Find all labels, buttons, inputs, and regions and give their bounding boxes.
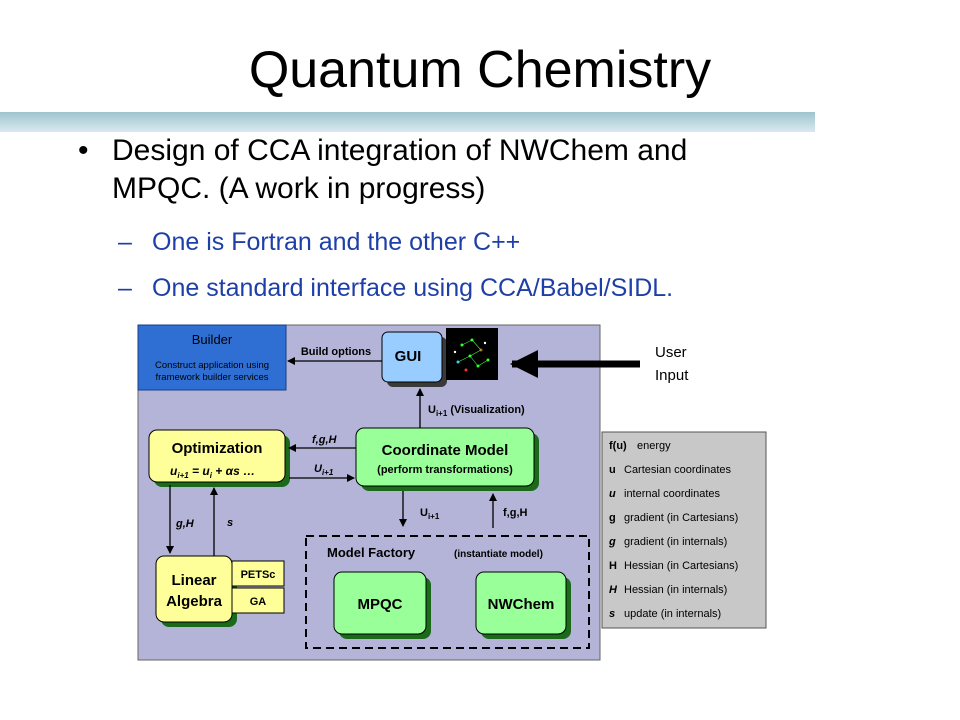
legend-symbol: u: [609, 488, 616, 500]
coordinate-model-box: Coordinate Model (perform transformation…: [355, 427, 539, 491]
build-options-label: Build options: [301, 346, 371, 358]
slide-title: Quantum Chemistry: [248, 41, 712, 99]
mpqc-box: MPQC: [333, 571, 431, 639]
linear-algebra-line-2: Algebra: [166, 593, 223, 610]
coordinate-model-title: Coordinate Model: [382, 442, 509, 459]
legend-symbol: H: [609, 560, 617, 572]
builder-title: Builder: [192, 332, 233, 347]
ga-box: GA: [231, 587, 285, 614]
legend-symbol: f(u): [609, 440, 627, 452]
u-down-label: Ui+1: [420, 507, 440, 521]
legend-symbol: s: [609, 608, 615, 620]
linear-algebra-box: Linear Algebra: [155, 555, 237, 627]
user-input-label-1: User: [655, 344, 687, 361]
builder-box: Builder Construct application using fram…: [137, 324, 287, 391]
legend-description: gradient (in internals): [624, 536, 727, 548]
gh-label: g,H: [175, 518, 195, 530]
u-left-label: Ui+1: [314, 463, 334, 477]
legend-description: update (in internals): [624, 608, 721, 620]
legend-description: Cartesian coordinates: [624, 464, 732, 476]
legend-symbol: H: [609, 584, 618, 596]
molecule-image: [446, 328, 498, 380]
subbullet-dash: –: [118, 228, 132, 256]
petsc-box: PETSc: [231, 560, 285, 587]
bullet-text: Design of CCA integration of NWChem and …: [112, 132, 832, 208]
bullet-line-2: MPQC. (A work in progress): [112, 172, 486, 205]
optimization-box: Optimization ui+1 = ui + αs …: [148, 429, 290, 487]
legend-description: Hessian (in Cartesians): [624, 560, 738, 572]
linear-algebra-line-1: Linear: [171, 572, 216, 589]
nwchem-label: NWChem: [488, 596, 555, 613]
builder-desc-2: framework builder services: [156, 372, 269, 383]
subbullet-text: One is Fortran and the other C++: [152, 228, 521, 256]
legend-symbol: g: [608, 536, 616, 548]
subbullet-dash: –: [118, 274, 132, 302]
fgh-left-label: f,g,H: [312, 434, 337, 446]
bullet-line-1: Design of CCA integration of NWChem and: [112, 134, 688, 167]
symbol-legend: f(u) energy u Cartesian coordinates u interna…: [601, 431, 767, 629]
nwchem-box: NWChem: [475, 571, 571, 639]
model-factory-subtitle: (instantiate model): [454, 549, 543, 560]
title-underline-band: [0, 112, 815, 132]
legend-description: energy: [637, 440, 671, 452]
model-factory-title: Model Factory: [327, 545, 416, 560]
subbullet-text: One standard interface using CCA/Babel/S…: [152, 274, 674, 302]
ga-label: GA: [250, 596, 267, 608]
builder-desc-1: Construct application using: [155, 360, 269, 371]
gui-label: GUI: [395, 348, 422, 365]
legend-description: gradient (in Cartesians): [624, 512, 738, 524]
bullet-dot: •: [78, 134, 89, 167]
visualization-label: Ui+1 (Visualization): [428, 404, 525, 418]
legend-description: internal coordinates: [624, 488, 721, 500]
model-factory-region: [305, 535, 590, 649]
legend-symbol: u: [609, 464, 616, 476]
optimization-formula: ui+1 = ui + αs …: [170, 464, 255, 480]
fgh-up-label: f,g,H: [503, 507, 527, 519]
mpqc-label: MPQC: [358, 596, 403, 613]
gui-box: GUI: [381, 331, 447, 387]
user-input-label-2: Input: [655, 367, 689, 384]
s-label: s: [227, 517, 233, 529]
legend-description: Hessian (in internals): [624, 584, 727, 596]
optimization-title: Optimization: [172, 440, 263, 457]
coordinate-model-subtitle: (perform transformations): [377, 464, 513, 476]
petsc-label: PETSc: [241, 569, 276, 581]
legend-symbol: g: [609, 512, 616, 524]
